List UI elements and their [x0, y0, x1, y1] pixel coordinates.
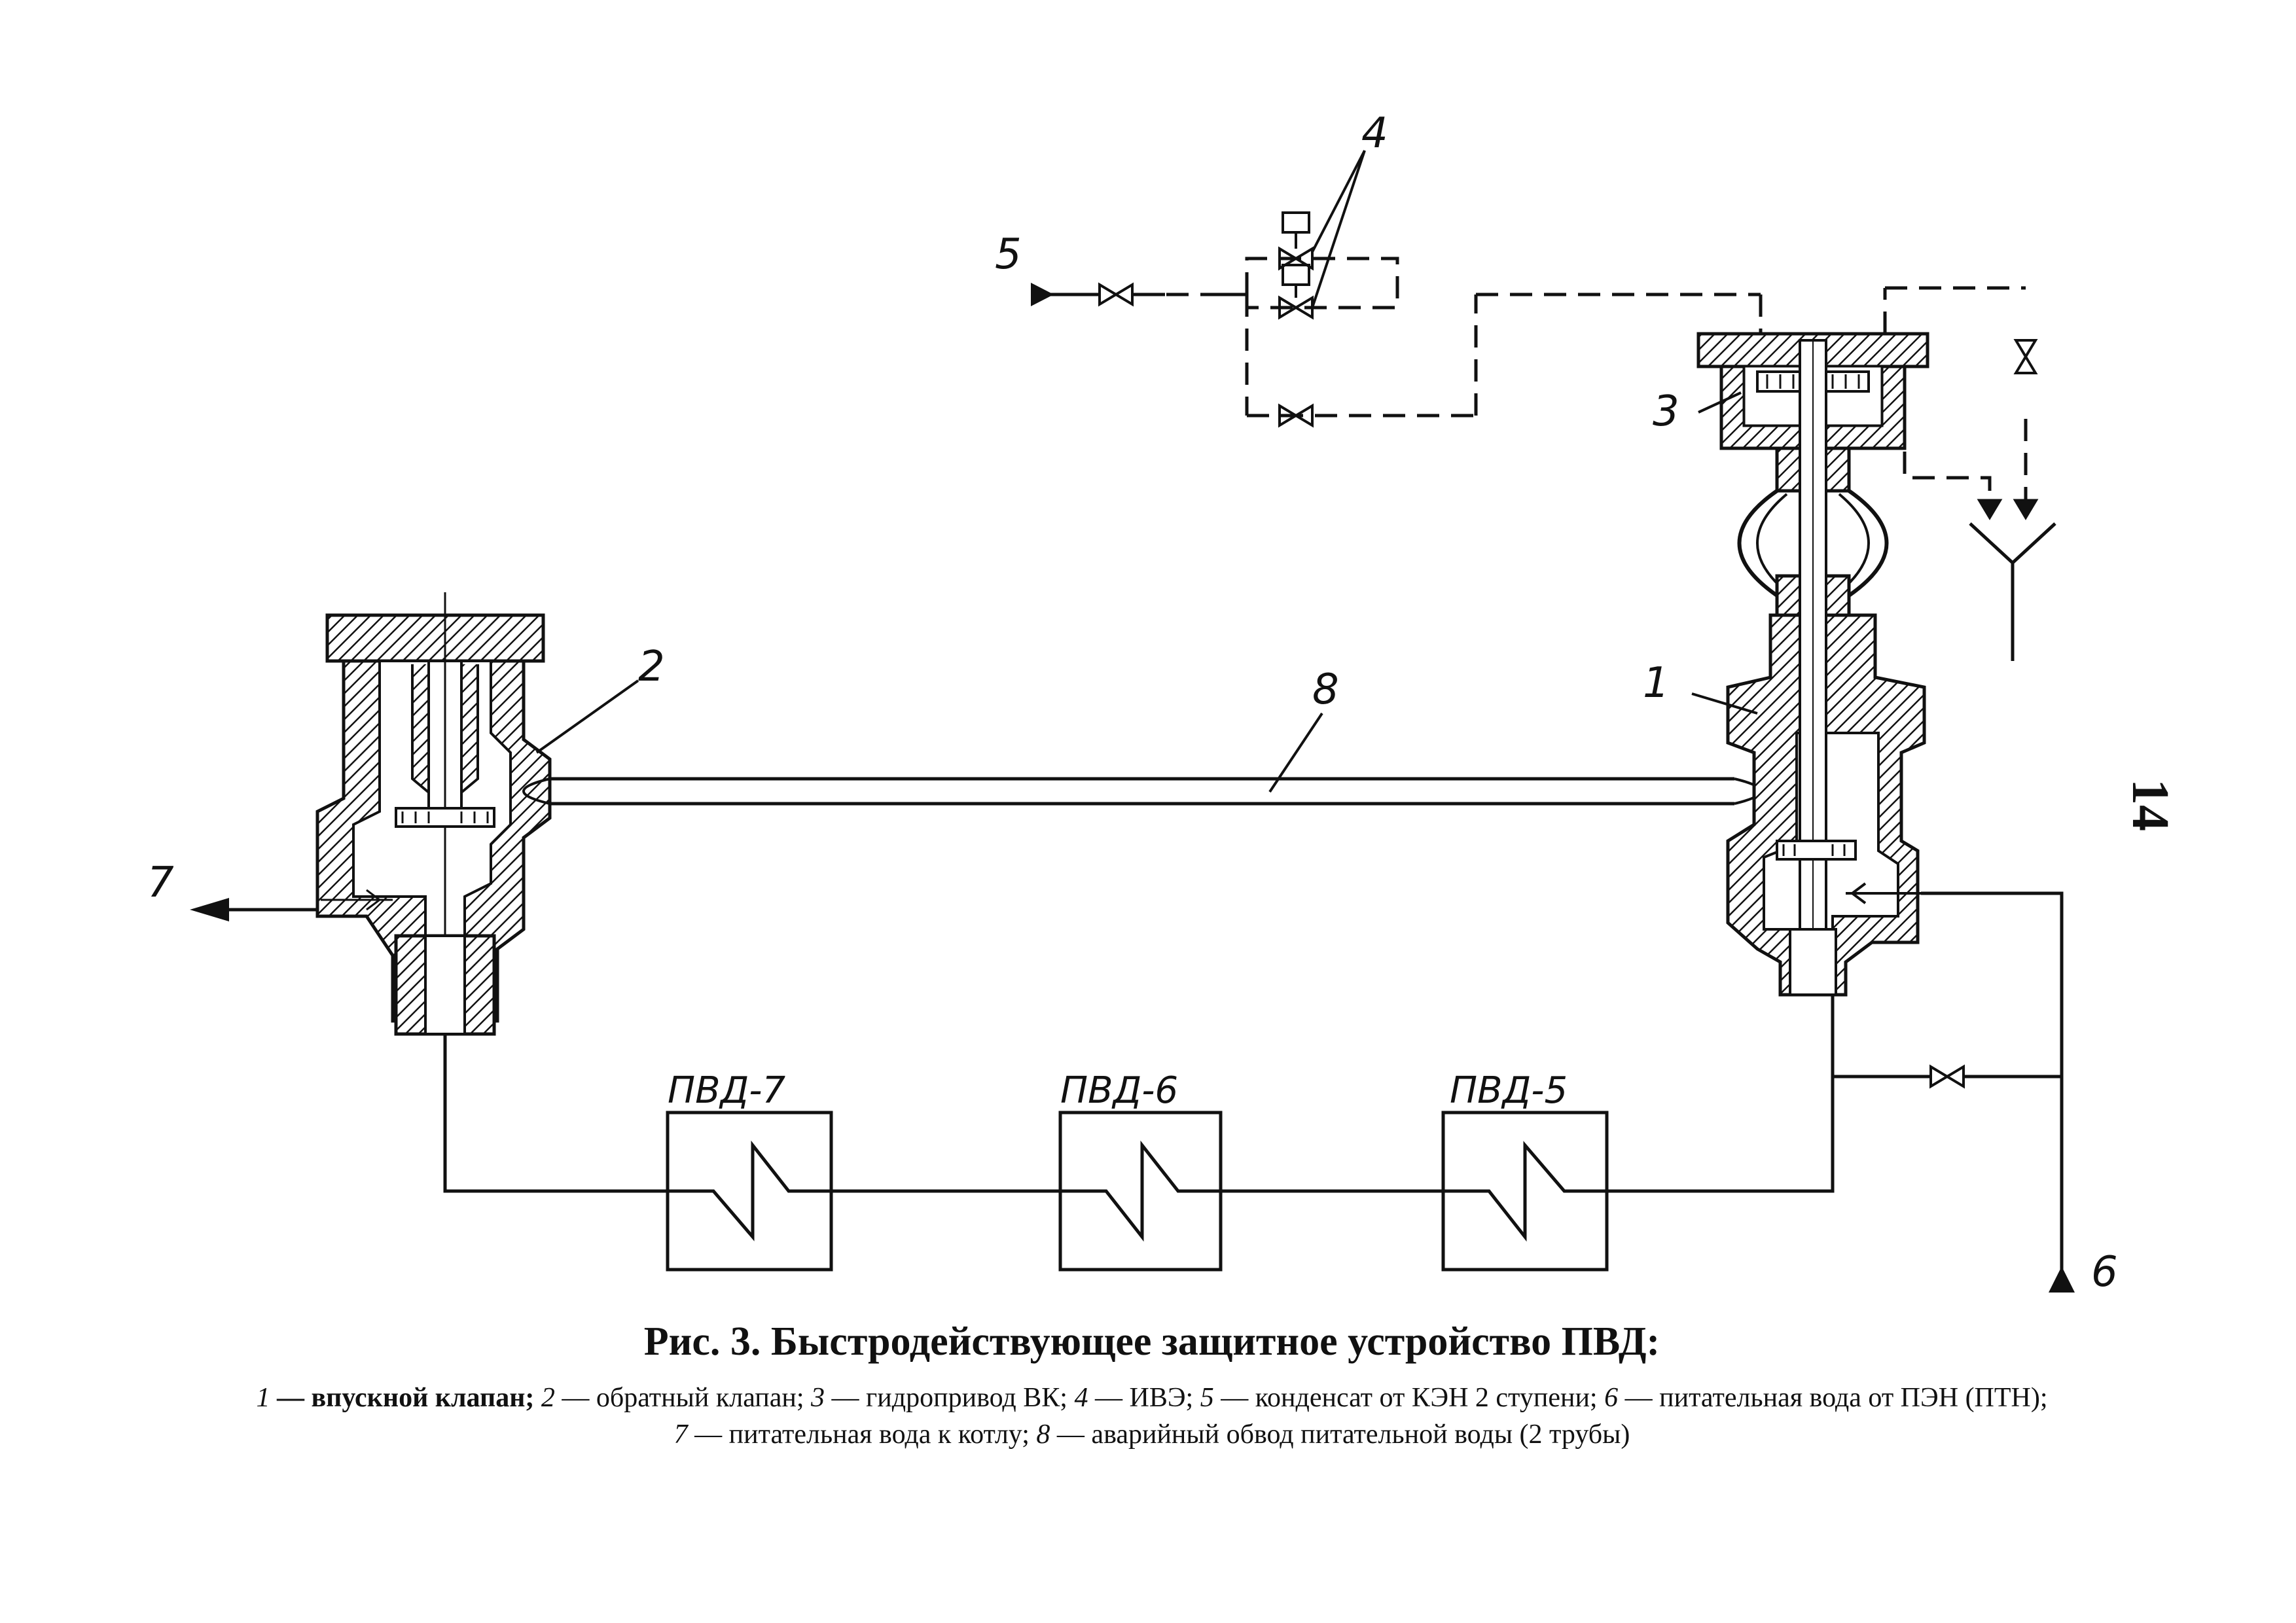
legend-num: 3 — [811, 1383, 825, 1413]
feed-water-inlet-arrow — [2049, 1266, 2075, 1293]
shutoff-valve — [1098, 282, 1134, 307]
label-1: 1 — [1643, 659, 1670, 707]
heater-pvd-5 — [1441, 1111, 1609, 1272]
feed-water-line — [443, 891, 2064, 1276]
heater-pvd-6 — [1058, 1111, 1223, 1272]
label-2: 2 — [638, 643, 665, 691]
check-valve — [315, 592, 552, 1036]
label-3: 3 — [1653, 387, 1679, 436]
page-number: 14 — [2121, 779, 2179, 831]
condensate-inlet-arrow — [1031, 283, 1054, 306]
legend-text: — гидропривод ВК; — [825, 1383, 1075, 1413]
leader-lines — [535, 391, 1758, 793]
solenoid-valve — [1278, 211, 1314, 320]
caption-legend: 1 — впускной клапан; 2 — обратный клапан… — [249, 1380, 2055, 1453]
legend-num: 6 — [1604, 1383, 1619, 1413]
feed-water-to-boiler-arrow — [190, 898, 317, 921]
label-5: 5 — [995, 230, 1022, 279]
legend-text: — конденсат от КЭН 2 ступени; — [1213, 1383, 1605, 1413]
drain-funnel — [1969, 499, 2056, 661]
caption-title: Рис. 3. Быстродействующее защитное устро… — [643, 1319, 1660, 1364]
inlet-valve — [1696, 332, 1929, 997]
legend-num: 8 — [1036, 1419, 1050, 1450]
legend-num: 4 — [1074, 1383, 1088, 1413]
label-7: 7 — [147, 859, 174, 907]
legend-text: — аварийный обвод питательной воды (2 тр… — [1050, 1419, 1630, 1450]
label-pvd-6: ПВД-6 — [1060, 1069, 1178, 1112]
legend-text: — обратный клапан; — [554, 1383, 812, 1413]
heater-pvd-7 — [666, 1111, 833, 1272]
emergency-bypass-pipe — [522, 777, 1762, 806]
label-4-leaders — [1311, 150, 1366, 308]
legend-num: 2 — [541, 1383, 555, 1413]
drain-valve — [2013, 339, 2038, 374]
label-8: 8 — [1312, 666, 1339, 714]
figure-caption: Рис. 3. Быстродействующее защитное устро… — [249, 1319, 2055, 1453]
label-pvd-5: ПВД-5 — [1450, 1069, 1568, 1112]
legend-num: 5 — [1200, 1383, 1214, 1413]
legend-text: — питательная вода к котлу; — [687, 1419, 1037, 1450]
legend-num: 1 — [256, 1383, 270, 1413]
label-6: 6 — [2091, 1248, 2118, 1296]
legend-text: — ИВЭ; — [1088, 1383, 1200, 1413]
label-pvd-7: ПВД-7 — [668, 1069, 785, 1112]
legend-text: — питательная вода от ПЭН (ПТН); — [1618, 1383, 2048, 1413]
feed-bypass-valve — [1929, 1064, 1965, 1089]
bypass-valve — [1278, 403, 1314, 428]
legend-num: 7 — [673, 1419, 688, 1450]
legend-text: — впускной клапан; — [270, 1383, 541, 1413]
label-4: 4 — [1361, 109, 1388, 158]
